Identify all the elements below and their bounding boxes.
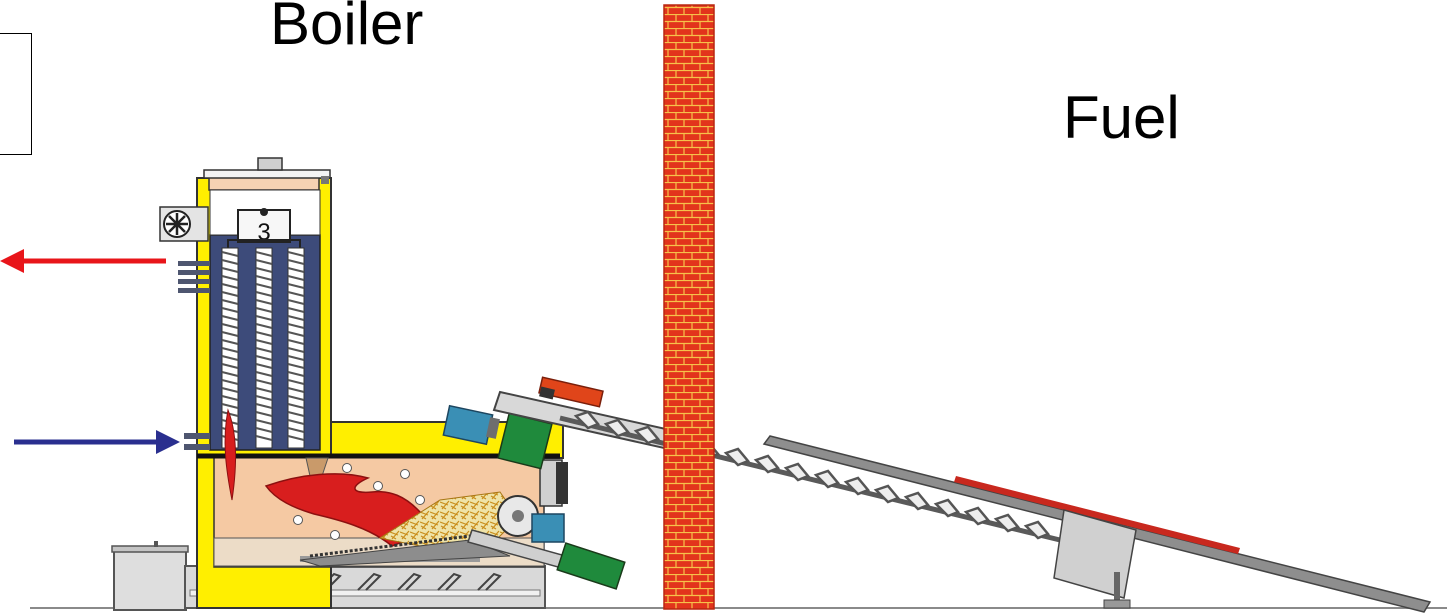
hot-water-outlet-arrow <box>0 249 166 273</box>
ash-box <box>112 541 188 610</box>
spiral-turbulators <box>222 248 304 448</box>
boiler-label: Boiler <box>270 0 423 54</box>
return-water-inlet-arrow <box>14 430 180 454</box>
svg-text:3: 3 <box>257 219 270 246</box>
fan-icon <box>160 207 208 241</box>
fuel-screw-auger <box>560 412 1060 540</box>
fuel-label: Fuel <box>1063 88 1180 148</box>
brick-wall <box>664 5 714 609</box>
